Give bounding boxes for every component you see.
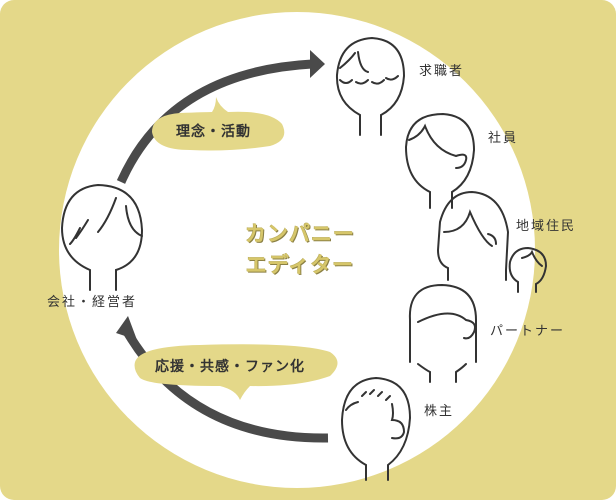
stakeholder-label-partners: パートナー bbox=[490, 324, 566, 339]
incoming-arrowhead bbox=[116, 316, 137, 340]
center-title-line2: エディター bbox=[245, 253, 355, 277]
stakeholder-label-shareholders: 株主 bbox=[424, 404, 455, 419]
outgoing-bubble bbox=[152, 97, 285, 151]
center-title-line1: カンパニー bbox=[245, 222, 355, 246]
partner-face-icon bbox=[408, 283, 477, 383]
employee-face-icon bbox=[404, 112, 476, 209]
outgoing-flow-label: 理念・活動 bbox=[176, 124, 251, 140]
outgoing-arrow bbox=[116, 59, 313, 184]
stakeholder-label-residents: 地域住民 bbox=[516, 219, 577, 234]
stakeholder-label-employees: 社員 bbox=[488, 131, 519, 146]
stakeholder-label-job-seekers: 求職者 bbox=[419, 64, 465, 79]
resident-face-icon bbox=[436, 190, 510, 281]
shareholder-face-icon bbox=[340, 376, 412, 481]
resident-child-face-icon bbox=[508, 246, 548, 293]
job-seeker-face-icon bbox=[335, 36, 406, 136]
incoming-flow-label: 応援・共感・ファン化 bbox=[155, 359, 305, 375]
outgoing-arrowhead bbox=[310, 50, 325, 78]
company-face-icon bbox=[60, 183, 144, 291]
company-label: 会社・経営者 bbox=[47, 295, 138, 310]
incoming-bubble bbox=[134, 344, 338, 400]
